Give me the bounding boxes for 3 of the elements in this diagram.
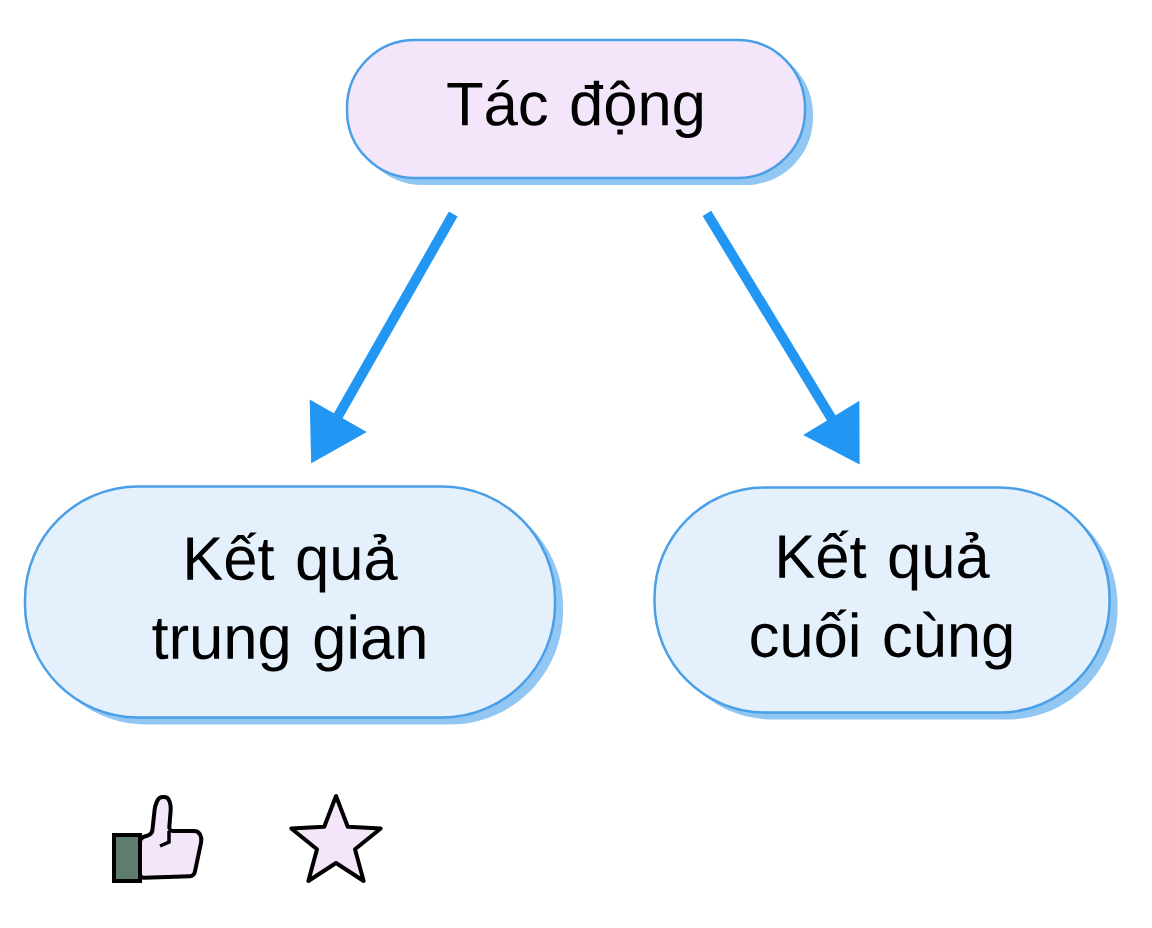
pill-box: Tác động bbox=[345, 38, 813, 185]
pill-box: Kết quả cuối cùng bbox=[653, 486, 1118, 720]
pill-box: Kết quả trung gian bbox=[23, 485, 563, 725]
